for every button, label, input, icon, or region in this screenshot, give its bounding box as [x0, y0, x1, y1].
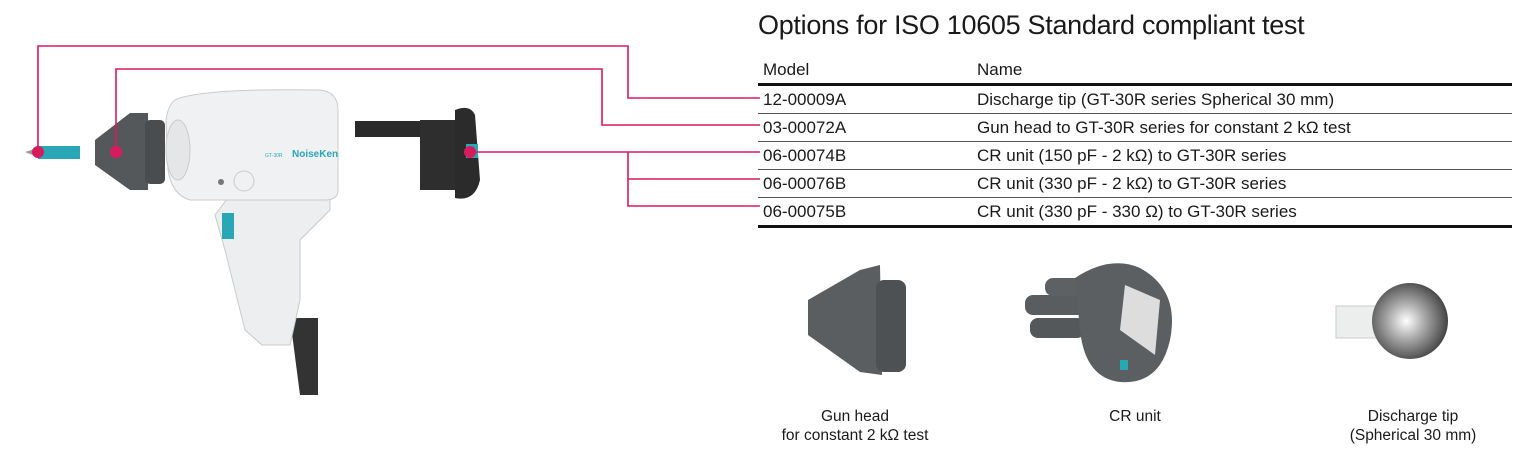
discharge-tip-photo: [1335, 283, 1448, 359]
caption-discharge-tip: Discharge tip (Spherical 30 mm): [1293, 407, 1533, 445]
caption-line: for constant 2 kΩ test: [781, 427, 929, 444]
cell-name: Gun head to GT-30R series for constant 2…: [977, 118, 1351, 137]
table-row: 06-00075B CR unit (330 pF - 330 Ω) to GT…: [758, 198, 1512, 228]
table-row: 06-00076B CR unit (330 pF - 2 kΩ) to GT-…: [758, 170, 1512, 198]
header-model: Model: [763, 60, 810, 79]
callout-dot-discharge-tip: [32, 146, 44, 158]
table-header: Model Name: [758, 56, 1512, 86]
gun-head-illustration: [95, 113, 165, 190]
options-table: Model Name 12-00009A Discharge tip (GT-3…: [758, 56, 1512, 228]
cell-model: 12-00009A: [763, 90, 847, 109]
caption-line: Discharge tip: [1367, 408, 1459, 425]
header-name: Name: [977, 60, 1023, 79]
leader-lines: [37, 45, 760, 207]
callout-dot-gun-head: [110, 146, 122, 158]
cr-unit-photo: [1025, 263, 1172, 383]
cell-model: 06-00074B: [763, 146, 847, 165]
table-row: 12-00009A Discharge tip (GT-30R series S…: [758, 86, 1512, 114]
cell-model: 03-00072A: [763, 118, 847, 137]
table-row: 03-00072A Gun head to GT-30R series for …: [758, 114, 1512, 142]
cell-model: 06-00075B: [763, 202, 847, 221]
callout-dot-cr-unit: [464, 146, 476, 158]
cell-model: 06-00076B: [763, 174, 847, 193]
caption-gun-head: Gun head for constant 2 kΩ test: [735, 407, 975, 445]
cell-name: Discharge tip (GT-30R series Spherical 3…: [977, 90, 1335, 109]
brand-logo: NoiseKen: [292, 149, 338, 160]
esd-gun-illustration: NoiseKen GT-30R: [165, 89, 339, 395]
cell-name: CR unit (150 pF - 2 kΩ) to GT-30R series: [977, 146, 1287, 165]
caption-line: Gun head: [820, 408, 890, 425]
cell-name: CR unit (330 pF - 330 Ω) to GT-30R serie…: [977, 202, 1297, 221]
cr-unit-illustration: [355, 107, 480, 199]
gun-head-photo: [808, 265, 906, 375]
caption-line: (Spherical 30 mm): [1349, 427, 1477, 444]
table-row: 06-00074B CR unit (150 pF - 2 kΩ) to GT-…: [758, 142, 1512, 170]
cell-name: CR unit (330 pF - 2 kΩ) to GT-30R series: [977, 174, 1287, 193]
caption-line: CR unit: [1109, 408, 1161, 425]
caption-cr-unit: CR unit: [1015, 407, 1255, 426]
svg-text:GT-30R: GT-30R: [265, 153, 283, 159]
page-title: Options for ISO 10605 Standard compliant…: [758, 10, 1305, 40]
